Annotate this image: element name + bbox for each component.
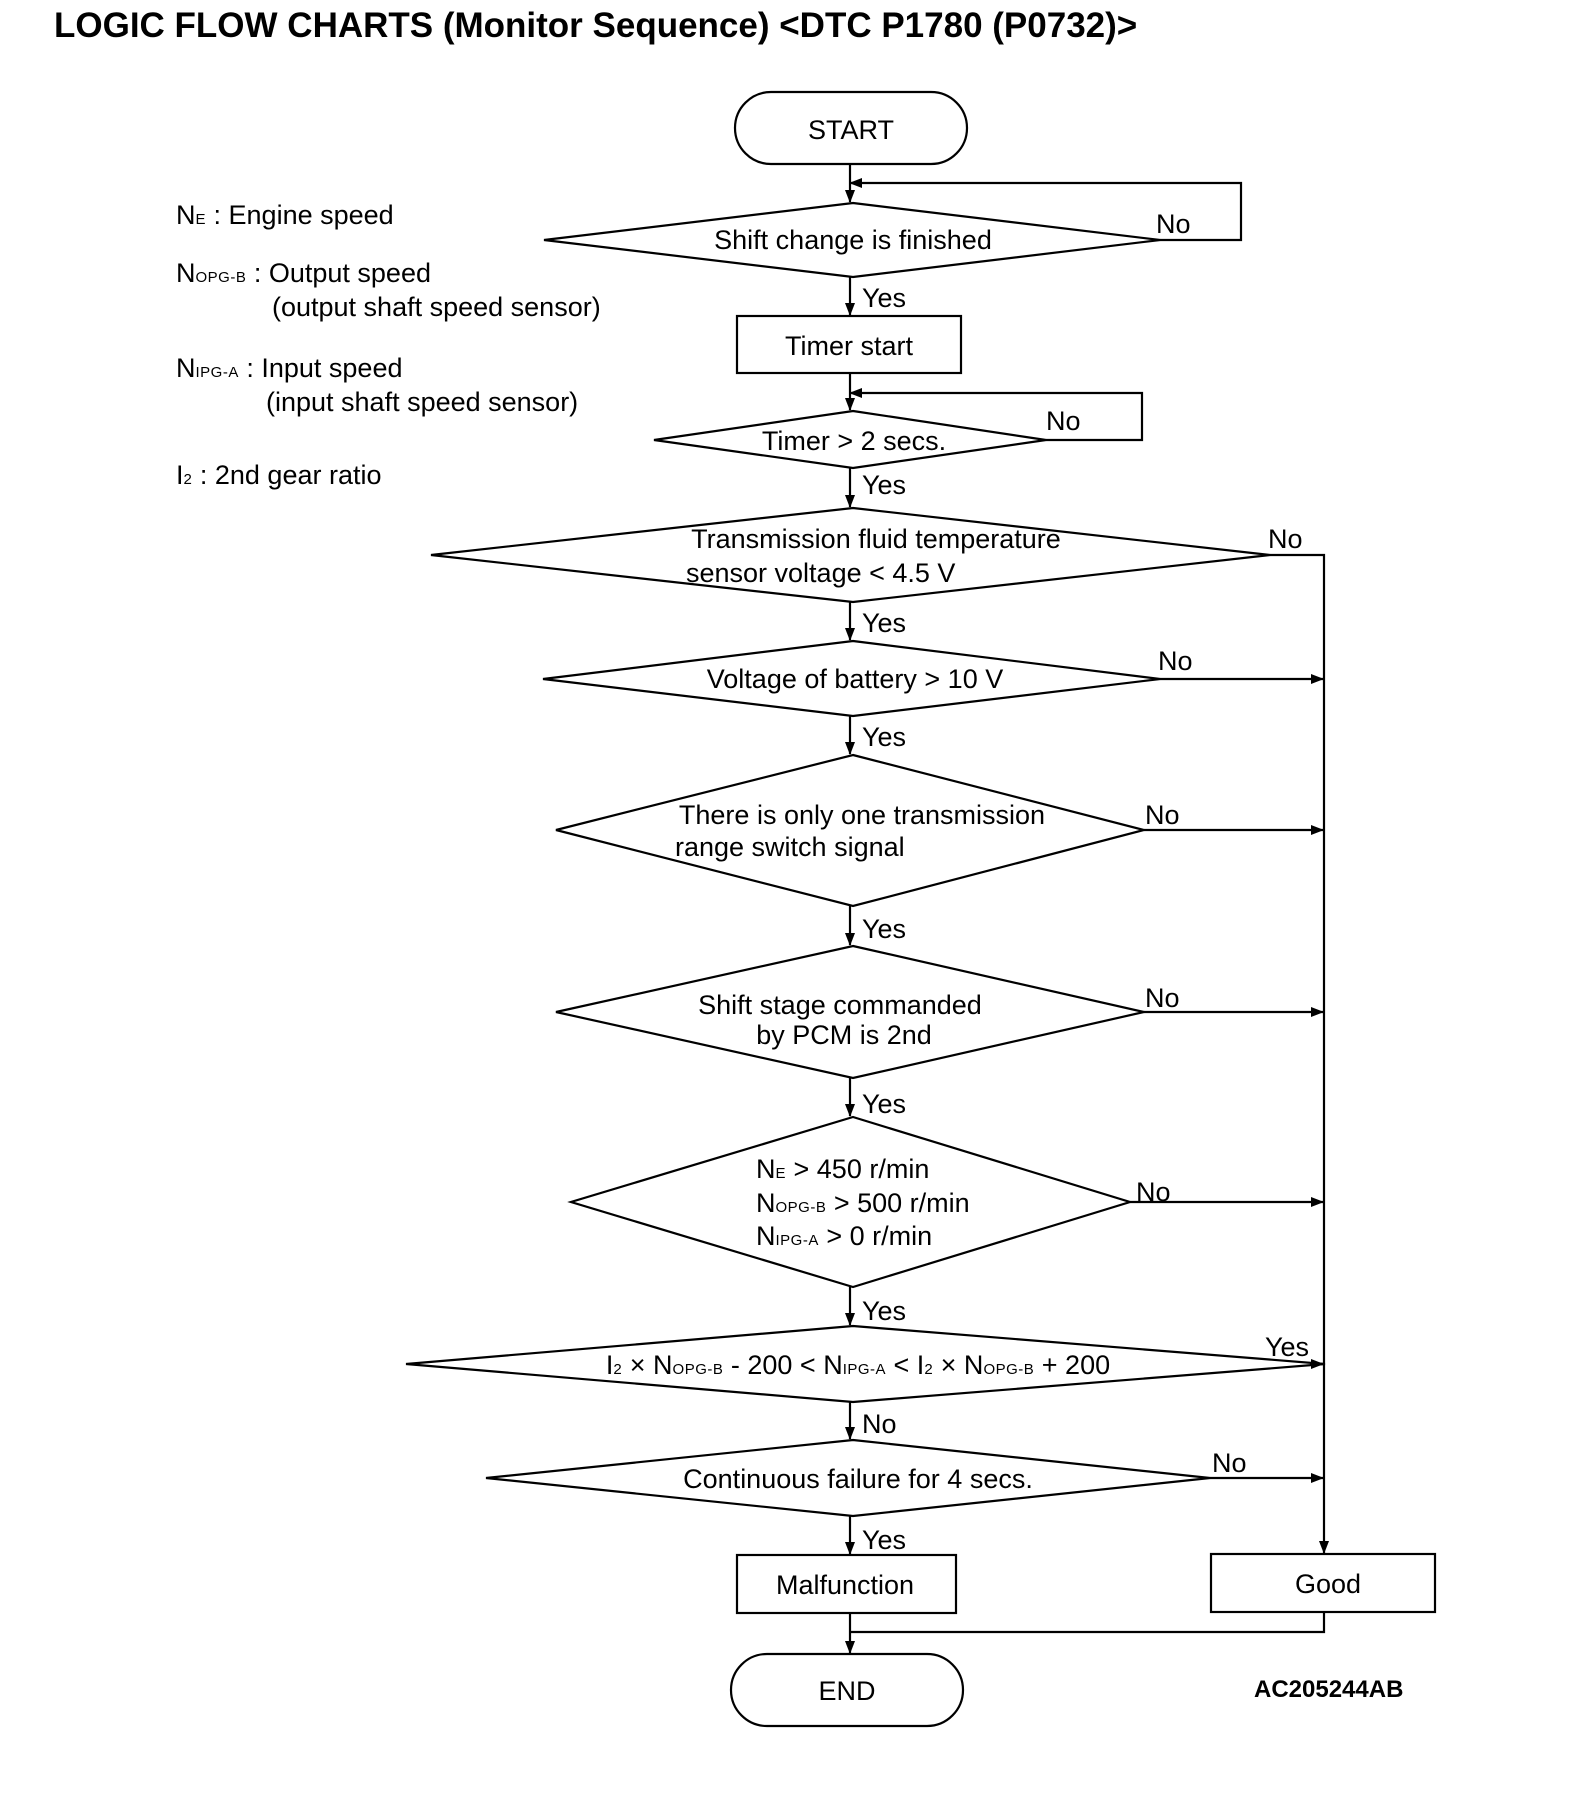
legend-input-speed: NIPG-A : Input speed: [176, 351, 402, 390]
battery-label: Voltage of battery > 10 V: [707, 664, 1003, 694]
legend-input-speed-detail: (input shaft speed sensor): [266, 385, 578, 419]
decision-range-switch: [555, 753, 1149, 908]
path-good-to-end: [850, 1612, 1326, 1634]
yes-label-stage: Yes: [862, 1089, 906, 1119]
no-label-ratio: No: [862, 1409, 897, 1439]
decision-timer: [653, 409, 1047, 470]
legend-separator: :: [238, 353, 262, 383]
yes-label-ratio: Yes: [1265, 1332, 1309, 1362]
continuous-failure-label: Continuous failure for 4 secs.: [683, 1464, 1033, 1494]
legend-output-speed: NOPG-B : Output speed: [176, 256, 431, 295]
figure-id: AC205244AB: [1254, 1676, 1404, 1703]
legend-engine-speed: NE : Engine speed: [176, 198, 394, 237]
yes-label-failure: Yes: [862, 1525, 906, 1555]
legend-subscript: 2: [183, 471, 193, 488]
timer-label: Timer > 2 secs.: [762, 426, 946, 456]
legend-text: Engine speed: [228, 200, 394, 230]
legend-separator: :: [206, 200, 229, 230]
process-malfunction: [735, 1553, 958, 1615]
yes-label-range: Yes: [862, 914, 906, 944]
legend-text: Input speed: [261, 353, 403, 383]
decision-shift-finished: [543, 201, 1161, 279]
process-good: [1209, 1552, 1437, 1614]
no-label-timer: No: [1046, 406, 1081, 436]
legend-subscript: IPG-A: [195, 364, 239, 381]
start-label: START: [808, 115, 894, 145]
timer-start-label: Timer start: [785, 331, 913, 361]
no-label-speed: No: [1136, 1177, 1171, 1207]
legend-symbol: N: [176, 200, 196, 230]
no-label-stage: No: [1145, 983, 1180, 1013]
no-label-fluid: No: [1268, 524, 1303, 554]
end-label: END: [818, 1676, 875, 1706]
good-label: Good: [1295, 1569, 1361, 1599]
legend-symbol: I: [176, 460, 184, 490]
path-fluid-no-to-good: [1270, 553, 1329, 1554]
speed-ne-label: NE > 450 r/min: [756, 1154, 929, 1184]
shift-stage-label-2: by PCM is 2nd: [756, 1020, 932, 1050]
speed-nopg-label: NOPG-B > 500 r/min: [756, 1188, 970, 1218]
no-label-battery: No: [1158, 646, 1193, 676]
yes-label-timer: Yes: [862, 470, 906, 500]
legend-symbol: N: [176, 258, 196, 288]
shift-finished-label: Shift change is finished: [714, 225, 992, 255]
no-label-shift: No: [1156, 209, 1191, 239]
legend-text: Output speed: [268, 258, 431, 288]
decision-ratio: [405, 1324, 1326, 1404]
decision-shift-stage: [555, 944, 1145, 1080]
legend-text-secondary: (input shaft speed sensor): [266, 387, 579, 417]
legend-subscript: E: [195, 211, 207, 228]
legend-gear-ratio: I2 : 2nd gear ratio: [176, 458, 382, 497]
no-label-range: No: [1145, 800, 1180, 830]
legend-separator: :: [192, 460, 215, 490]
legend-subscript: OPG-B: [195, 269, 247, 286]
range-switch-label-1: There is only one transmission: [679, 800, 1045, 830]
legend-text: 2nd gear ratio: [214, 460, 382, 490]
yes-label-fluid: Yes: [862, 608, 906, 638]
decision-speed: [567, 1115, 1134, 1289]
end-terminal: [729, 1652, 965, 1728]
legend-symbol: N: [176, 353, 196, 383]
legend-separator: :: [246, 258, 269, 288]
page-title: LOGIC FLOW CHARTS (Monitor Sequence) <DT…: [54, 6, 1138, 45]
yes-label-shift: Yes: [862, 283, 906, 313]
range-switch-label-2: range switch signal: [675, 832, 905, 862]
decision-fluid-temp: [430, 506, 1271, 604]
yes-label-speed: Yes: [862, 1296, 906, 1326]
loop-shift-no: [849, 178, 1243, 242]
yes-label-battery: Yes: [862, 722, 906, 752]
fluid-temp-label-1: Transmission fluid temperature: [691, 524, 1061, 554]
shift-stage-label-1: Shift stage commanded: [698, 990, 982, 1020]
loop-timer-no: [849, 388, 1144, 442]
ratio-check-label: I2 × NOPG-B - 200 < NIPG-A < I2 × NOPG-B…: [606, 1350, 1110, 1380]
speed-nipg-label: NIPG-A > 0 r/min: [756, 1221, 932, 1251]
decision-continuous-failure: [485, 1438, 1211, 1518]
legend-output-speed-detail: (output shaft speed sensor): [272, 290, 601, 324]
no-label-failure: No: [1212, 1448, 1247, 1478]
fluid-temp-label-2: sensor voltage < 4.5 V: [686, 558, 955, 588]
malfunction-label: Malfunction: [776, 1570, 914, 1600]
decision-battery: [542, 639, 1161, 718]
legend-text-secondary: (output shaft speed sensor): [272, 292, 601, 322]
